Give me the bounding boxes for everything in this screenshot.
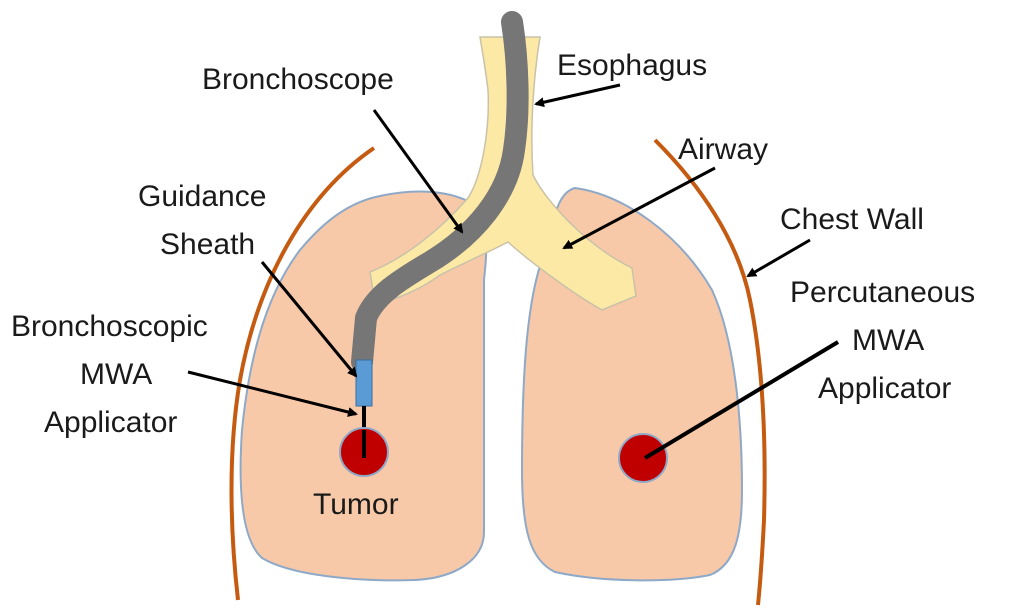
percutaneous-mwa-label: MWA bbox=[852, 324, 924, 357]
bronchoscopic-mwa-label: MWA bbox=[80, 358, 152, 391]
percutaneous-applicator-label: Applicator bbox=[818, 372, 951, 405]
bronchoscopic-applicator-label: Applicator bbox=[44, 406, 177, 439]
tumor-right bbox=[619, 434, 667, 482]
percutaneous-label: Percutaneous bbox=[790, 276, 975, 309]
guidance-label: Guidance bbox=[138, 180, 266, 213]
sheath-label: Sheath bbox=[160, 228, 255, 261]
chest-wall-arrow bbox=[748, 240, 810, 276]
bronchoscopic-label: Bronchoscopic bbox=[11, 310, 208, 343]
bronchoscope-label: Bronchoscope bbox=[202, 63, 394, 96]
tumor-label: Tumor bbox=[313, 488, 399, 521]
airway-label: Airway bbox=[678, 133, 768, 166]
esophagus-arrow bbox=[536, 85, 620, 104]
guidance-sheath bbox=[356, 360, 372, 406]
esophagus-label: Esophagus bbox=[557, 49, 707, 82]
chest-wall-label: Chest Wall bbox=[780, 203, 924, 236]
